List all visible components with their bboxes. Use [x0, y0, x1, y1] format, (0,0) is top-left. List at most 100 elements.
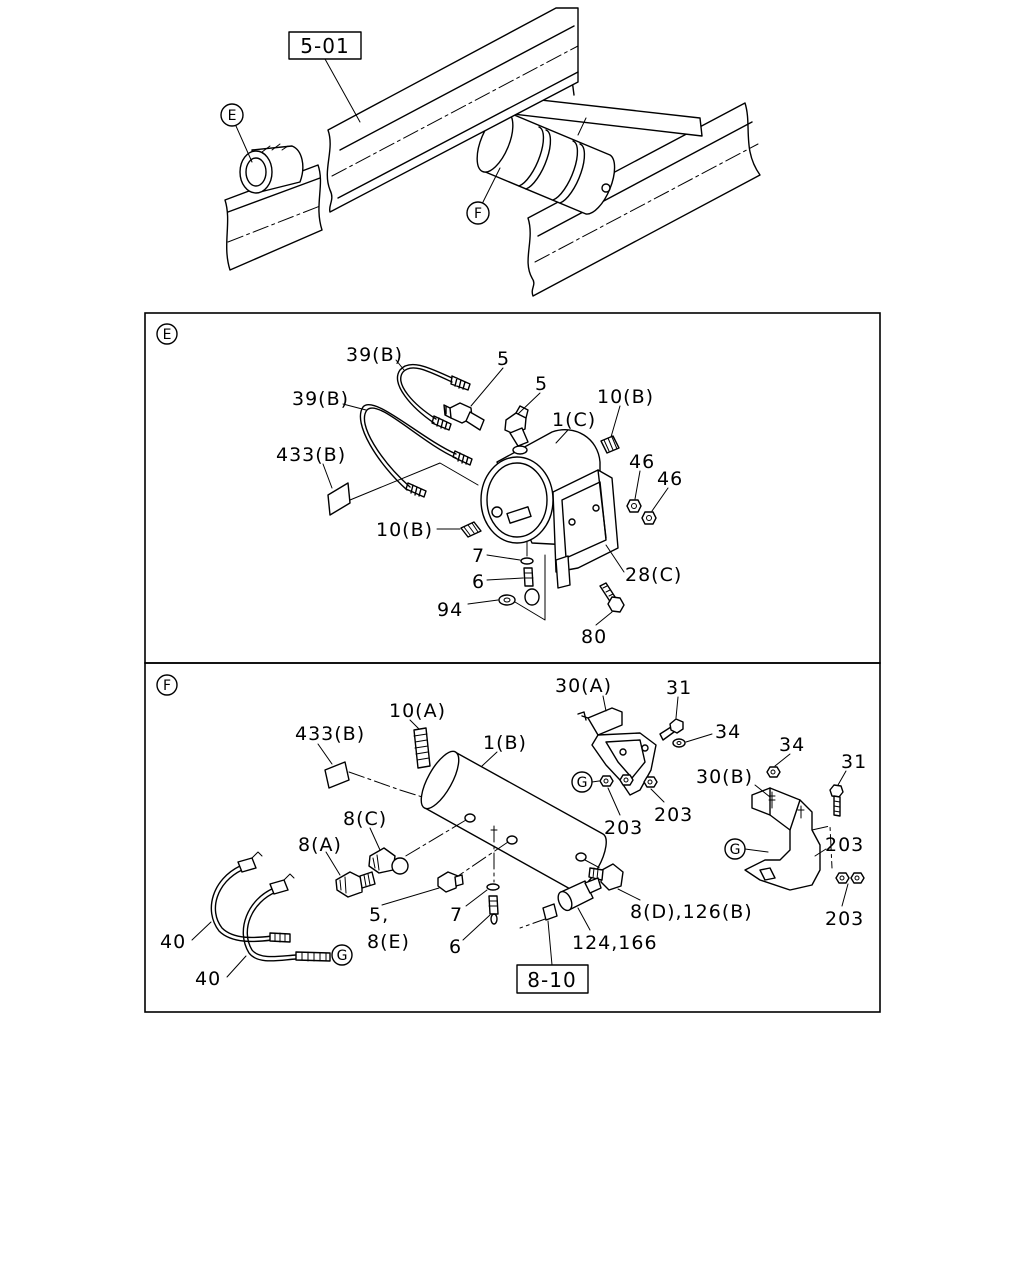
label-plate-433b [327, 462, 479, 516]
label-washer-7-f: 7 [450, 904, 463, 926]
label-bolt-80: 80 [581, 626, 607, 648]
nuts-203-b [835, 872, 865, 884]
elbow-fitting-8c [368, 847, 409, 875]
label-washer-94: 94 [437, 599, 463, 621]
label-bolt-31-a: 31 [666, 677, 692, 699]
label-hose-39b-lower: 39(B) [292, 388, 349, 410]
nut-46-lower [641, 511, 657, 525]
air-tank-1b [420, 750, 607, 892]
hose-40-lower [242, 873, 331, 962]
label-nut-203-a1: 203 [604, 817, 643, 839]
air-tank-overview [476, 95, 616, 215]
frame-rail-right [527, 102, 761, 297]
leaders-panel-e [322, 359, 669, 626]
label-fitting-8e: 8(E) [367, 931, 410, 953]
ref-box-8-10[interactable]: 8-10 [516, 920, 589, 994]
label-fitting-8d: 8(D),126(B) [630, 901, 753, 923]
callout-f-overview: F [466, 167, 501, 225]
label-valve-6-e: 6 [472, 571, 485, 593]
frame-rail-left [326, 7, 579, 213]
labels-panel-e: 39(B) 39(B) 5 5 10(B) 1(C) 433(B) 46 46 … [276, 344, 683, 648]
label-hose-40-lower: 40 [195, 968, 221, 990]
labels-panel-f: 30(A) 31 10(A) 34 433(B) 1(B) 34 30(B) 3… [160, 675, 867, 990]
callout-g-letter-b: G [730, 842, 741, 858]
label-bolt-31-b: 31 [841, 751, 867, 773]
label-fitting-5: 5, [369, 904, 389, 926]
panel-e-tag: E [156, 323, 178, 345]
label-washer-34-a: 34 [715, 721, 741, 743]
label-elbow-8c: 8(C) [343, 808, 387, 830]
bolt-31-a [659, 718, 684, 741]
bracket-28c [514, 469, 619, 621]
label-washer-34-b: 34 [779, 734, 805, 756]
nuts-203-a [599, 774, 658, 788]
label-bracket-30a: 30(A) [555, 675, 612, 697]
callout-g-bracket-b: G [724, 838, 769, 860]
pressure-sensor-124-166 [542, 877, 602, 921]
drain-valve-6-f [488, 895, 499, 925]
label-tank-1c: 1(C) [552, 409, 596, 431]
label-tank-1b: 1(B) [483, 732, 527, 754]
label-elbow-5-right: 5 [535, 373, 548, 395]
label-bracket-30b: 30(B) [696, 766, 753, 788]
label-elbow-5-left: 5 [497, 348, 510, 370]
panel-e: E [144, 312, 881, 664]
label-hose-40-upper: 40 [160, 931, 186, 953]
bracket-30a [577, 707, 657, 796]
elbow-fitting-8a [335, 871, 376, 898]
elbow-fitting-5-left [443, 402, 485, 431]
label-nut-203-b2: 203 [825, 908, 864, 930]
bolt-80 [599, 582, 625, 613]
callout-g-bracket-a: G [571, 771, 600, 793]
connection-lines-f [403, 819, 601, 929]
label-nut-203-a2: 203 [654, 804, 693, 826]
ref-box-5-01-label[interactable]: 5-01 [300, 34, 349, 58]
nut-46-upper [626, 499, 642, 513]
label-washer-7-e: 7 [472, 545, 485, 567]
washer-7-e [520, 541, 534, 565]
washer-7-f [486, 883, 500, 891]
label-sensor-124-166: 124,166 [572, 932, 658, 954]
label-plate-433b-e: 433(B) [276, 444, 346, 466]
callout-g-hose: G [331, 944, 353, 966]
label-nut-46-upper: 46 [629, 451, 655, 473]
brake-chamber-overview [239, 143, 304, 194]
label-plug-10a: 10(A) [389, 700, 446, 722]
label-elbow-8a: 8(A) [298, 834, 342, 856]
plug-10b-top [600, 435, 620, 454]
label-nut-46-lower: 46 [657, 468, 683, 490]
label-bracket-28c: 28(C) [625, 564, 682, 586]
elbow-fitting-5-right [504, 405, 529, 447]
panel-f-tag-letter: F [163, 678, 171, 694]
callout-e-letter: E [228, 108, 237, 124]
panel-f: F [144, 662, 881, 1013]
panel-f-tag: F [156, 674, 178, 696]
drain-valve-6-e [523, 567, 540, 606]
plug-10b-front [460, 521, 482, 538]
label-hose-39b-upper: 39(B) [346, 344, 403, 366]
plug-10a [413, 727, 431, 769]
bolt-31-b [829, 784, 844, 817]
label-valve-6-f: 6 [449, 936, 462, 958]
leaders-panel-f [191, 695, 849, 978]
callout-g-letter-c: G [337, 948, 348, 964]
callout-g-letter-a: G [577, 775, 588, 791]
label-plate-433b-f: 433(B) [295, 723, 365, 745]
fitting-8d [588, 863, 624, 891]
callout-f-letter: F [474, 206, 482, 222]
fitting-5-8e [437, 871, 464, 893]
bracket-30b [744, 787, 833, 891]
callout-e-overview: E [220, 103, 253, 163]
hose-39b-lower [359, 404, 473, 498]
ref-box-5-01[interactable]: 5-01 [288, 31, 362, 123]
hose-40-upper [210, 851, 291, 943]
overview-section: 5-01 E F [220, 7, 761, 297]
washer-94 [498, 594, 516, 606]
label-plug-10b-top: 10(B) [597, 386, 654, 408]
hose-39b-upper [397, 363, 471, 431]
label-nut-203-b1: 203 [825, 834, 864, 856]
ref-box-8-10-label[interactable]: 8-10 [527, 968, 576, 992]
washer-34-a [672, 738, 686, 748]
label-plug-10b-front: 10(B) [376, 519, 433, 541]
